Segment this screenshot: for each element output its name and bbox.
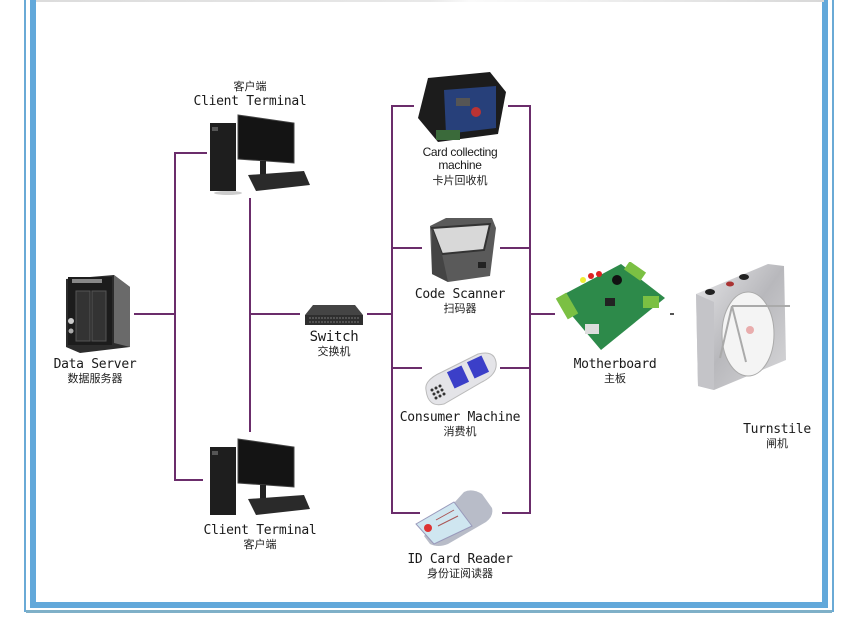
node-client-terminal-bottom: Client Terminal 客户端 <box>200 523 320 552</box>
network-switch-icon <box>303 303 365 327</box>
node-switch: Switch 交换机 <box>294 330 374 359</box>
motherboard-cn-label: 主板 <box>604 372 626 385</box>
card-collecting-cn-label: 卡片回收机 <box>432 174 488 187</box>
switch-label: Switch <box>309 329 359 345</box>
data-server-cn-label: 数据服务器 <box>67 372 123 385</box>
circuit-board-icon <box>555 261 667 352</box>
consumer-machine-cn-label: 消费机 <box>443 425 477 438</box>
card-collector-icon <box>416 72 508 144</box>
data-server-label: Data Server <box>53 357 137 372</box>
qr-scanner-icon <box>424 216 498 284</box>
turnstile-cn-label: 闸机 <box>766 437 788 450</box>
code-scanner-label: Code Scanner <box>414 287 506 302</box>
node-client-terminal-top: 客户端 Client Terminal <box>190 80 310 109</box>
id-card-reader-label: ID Card Reader <box>407 552 513 567</box>
consumer-machine-label: Consumer Machine <box>399 410 521 425</box>
card-collecting-label-line2: machine <box>438 158 482 172</box>
id-card-reader-cn-label: 身份证阅读器 <box>427 567 493 580</box>
node-id-card-reader: ID Card Reader 身份证阅读器 <box>395 552 525 581</box>
id-card-reader-icon <box>410 486 494 546</box>
node-motherboard: Motherboard 主板 <box>560 357 670 386</box>
wire-left-bus <box>391 105 420 514</box>
node-card-collecting-machine: Card collecting machine 卡片回收机 <box>405 146 515 188</box>
outer-frame-bottom <box>26 610 832 613</box>
node-code-scanner: Code Scanner 扫码器 <box>405 287 515 316</box>
client-top-cn-label: 客户端 <box>233 80 267 93</box>
turnstile-icon <box>694 262 794 392</box>
wire-right-bus <box>502 105 531 514</box>
code-scanner-cn-label: 扫码器 <box>443 302 477 315</box>
node-turnstile: Turnstile 闸机 <box>732 422 822 451</box>
desktop-computer-icon <box>208 113 312 195</box>
node-data-server: Data Server 数据服务器 <box>40 357 150 386</box>
client-bottom-cn-label: 客户端 <box>243 538 277 551</box>
card-collecting-label-line1: Card collecting <box>422 145 498 159</box>
node-consumer-machine: Consumer Machine 消费机 <box>390 410 530 439</box>
nas-server-icon <box>62 273 132 353</box>
motherboard-label: Motherboard <box>573 357 657 372</box>
client-top-label: Client Terminal <box>193 94 307 109</box>
wire-left-trunk <box>174 152 207 481</box>
top-strip <box>36 0 824 2</box>
turnstile-label: Turnstile <box>743 422 811 437</box>
switch-cn-label: 交换机 <box>317 345 351 358</box>
pos-terminal-icon <box>422 350 500 408</box>
client-bottom-label: Client Terminal <box>203 523 317 538</box>
desktop-computer-icon <box>208 437 312 519</box>
